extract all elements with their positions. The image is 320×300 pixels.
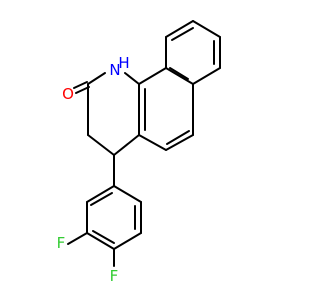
bond-c7-c6a [192,67,221,85]
atom-labels: O N H F F [57,54,130,285]
bond-aryl-4 [113,232,142,250]
bond-aryl-3-inner [92,230,115,244]
bond-c5-c6 [165,134,194,151]
bond-n1-c10b [124,72,140,85]
bond-c3-c4 [87,134,115,156]
bond-c-f-top [67,232,88,245]
bond-c4a-c5 [138,134,167,151]
nitrogen-atom-label: N [109,61,120,79]
molecule-structure: O N H F F [57,20,221,285]
bond-c10-c9 [165,20,194,38]
bond-carbonyl-2 [75,86,90,94]
bond-c10-c9-inner [171,27,194,41]
fluorine-bottom-atom-label: F [110,267,119,285]
bond-carbonyl-1 [73,81,88,89]
oxygen-atom-label: O [62,85,74,103]
bond-aryl-1 [86,185,115,203]
bond-c6a-c10a [165,67,194,85]
bond-aryl-1-inner [90,192,113,206]
bond-c9-c8 [192,20,221,38]
bond-aryl-3 [86,232,115,250]
bond-c10a-c10b [138,67,167,85]
bond-c2-n1 [87,72,106,85]
fluorine-top-atom-label: F [57,234,66,252]
bond-aryl-6 [113,185,142,203]
bond-c5-c6-inner [166,130,190,145]
bond-lines [67,20,221,267]
bond-c4-c4a [113,134,140,156]
bond-c6a-c10a-inner [169,67,189,80]
molecule-canvas: O N H F F [56,20,221,285]
hydrogen-atom-label: H [118,54,129,72]
